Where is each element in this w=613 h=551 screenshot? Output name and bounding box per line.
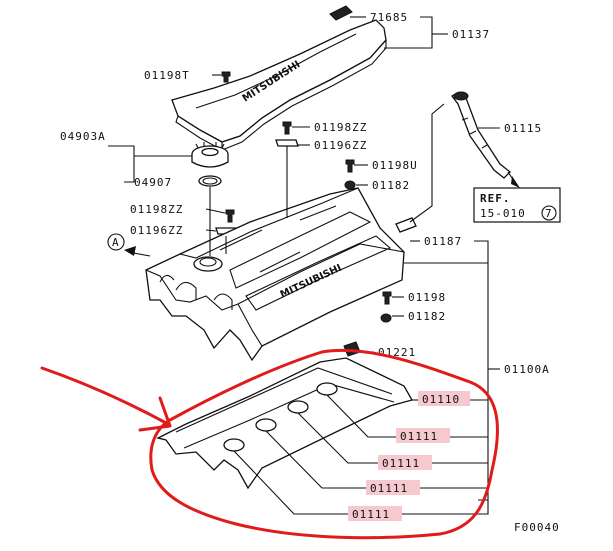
- red-arrow-annotation: [40, 366, 170, 426]
- label-01111-d: 01111: [352, 508, 390, 521]
- red-annotation: [40, 348, 499, 540]
- spark-plug-gasket-2: [287, 400, 309, 414]
- ref-code: 15-010: [480, 207, 526, 220]
- label-01196ZZ-top: 01196ZZ: [314, 139, 367, 152]
- bolt-01198: [382, 291, 392, 305]
- valve-cover: MITSUBISHI: [145, 187, 405, 362]
- ref-title: REF.: [480, 192, 511, 205]
- emblem-clip: [329, 5, 353, 21]
- grommet-01182-mid: [380, 313, 392, 323]
- washer-01196ZZ-top: [275, 139, 299, 147]
- part-labels: 71685 01137 01198T 01198ZZ 01196ZZ 01115…: [60, 11, 550, 521]
- valve-cover-gasket: [156, 357, 413, 490]
- label-04903A: 04903A: [60, 130, 106, 143]
- bolt-01198ZZ-left: [225, 209, 235, 223]
- label-01137: 01137: [452, 28, 490, 41]
- label-01182-mid: 01182: [408, 310, 446, 323]
- label-01196ZZ-left: 01196ZZ: [130, 224, 183, 237]
- label-01187: 01187: [424, 235, 462, 248]
- bolt-01198T: [221, 71, 231, 83]
- red-arrowhead-annotation: [138, 396, 172, 432]
- label-01182-top: 01182: [372, 179, 410, 192]
- label-01198T: 01198T: [144, 69, 190, 82]
- label-01115: 01115: [504, 122, 542, 135]
- spark-plug-gasket-3: [255, 418, 277, 432]
- label-04907: 04907: [134, 176, 172, 189]
- reference-box: REF. 15-010 7: [473, 187, 561, 223]
- label-01198U: 01198U: [372, 159, 418, 172]
- oil-cap-oring: [198, 175, 222, 187]
- label-71685: 71685: [370, 11, 408, 24]
- ref-num: 7: [545, 207, 553, 220]
- label-01111-b: 01111: [382, 457, 420, 470]
- oil-filler-cap: [191, 142, 229, 168]
- label-01111-a: 01111: [400, 430, 438, 443]
- label-01111-c: 01111: [370, 482, 408, 495]
- label-01100A: 01100A: [504, 363, 550, 376]
- bolt-01198U: [345, 159, 355, 173]
- spark-plug-gasket-1: [316, 382, 338, 396]
- label-01198: 01198: [408, 291, 446, 304]
- label-01198ZZ-top: 01198ZZ: [314, 121, 367, 134]
- bolt-01198ZZ-top: [282, 121, 292, 135]
- breather-hose: [451, 91, 520, 188]
- grommet-01182-top: [344, 180, 356, 190]
- label-01198ZZ-left: 01198ZZ: [130, 203, 183, 216]
- red-circle-annotation: [149, 348, 499, 540]
- callout-a: A: [107, 233, 125, 251]
- callout-a-text: A: [112, 236, 120, 249]
- spark-plug-gasket-4: [223, 438, 245, 452]
- figure-code: F00040: [514, 521, 560, 534]
- label-01110: 01110: [422, 393, 460, 406]
